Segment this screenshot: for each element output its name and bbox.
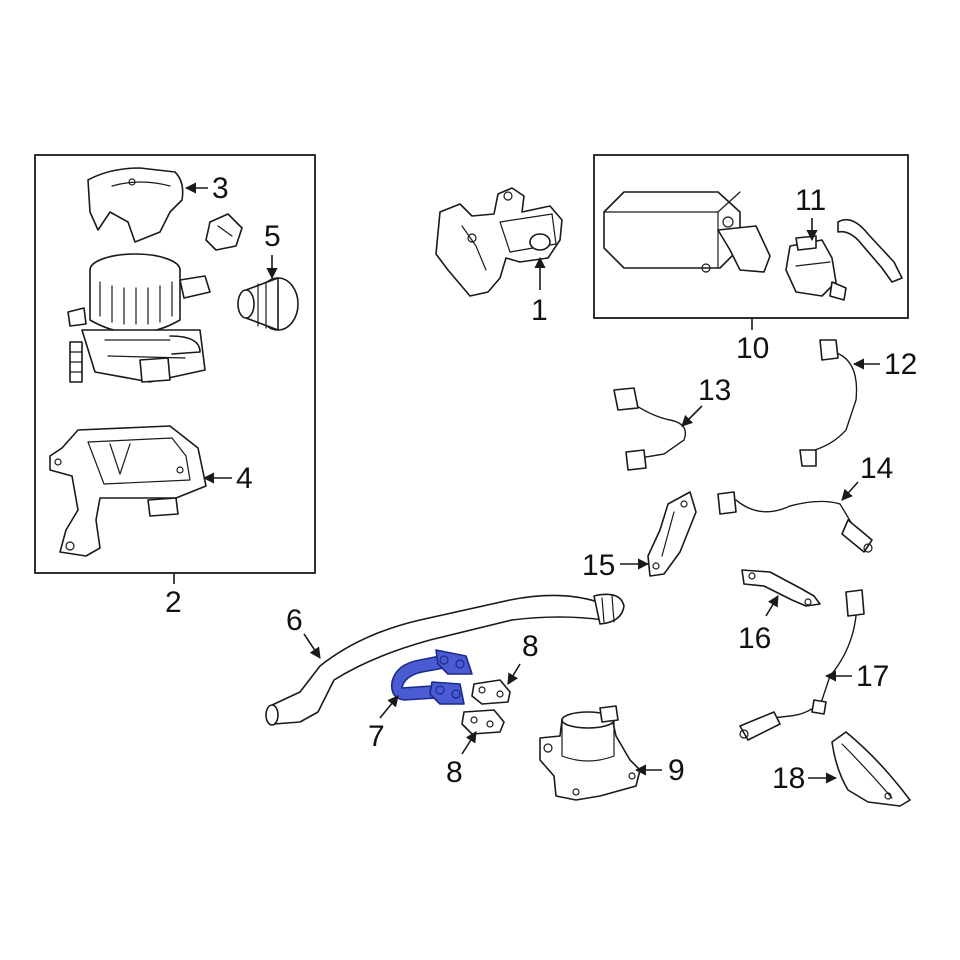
callout-2[interactable]: 2	[165, 586, 182, 619]
part-1-valve[interactable]	[435, 187, 563, 297]
callout-1[interactable]: 1	[531, 294, 548, 327]
part-vacuum-hose[interactable]	[837, 218, 903, 283]
leader-16	[765, 595, 779, 617]
callout-18[interactable]: 18	[772, 762, 805, 795]
callout-15[interactable]: 15	[582, 549, 615, 582]
part-15-bracket[interactable]	[647, 491, 697, 577]
part-14-sensor[interactable]	[717, 491, 873, 553]
group-frame-2	[34, 154, 316, 574]
part-13-harness[interactable]	[613, 387, 686, 471]
part-7-pipe-highlighted[interactable]	[390, 649, 473, 705]
callout-12[interactable]: 12	[884, 348, 917, 381]
callout-numbers: 3 5 4 2 1 11 10 12 13 14 15 16 17 18 6 7…	[165, 172, 917, 795]
part-8-gasket-lower[interactable]	[461, 709, 505, 735]
leader-6	[303, 633, 321, 659]
part-fitting[interactable]	[69, 341, 83, 383]
callout-10[interactable]: 10	[736, 332, 769, 365]
part-clip[interactable]	[205, 213, 243, 251]
callout-16[interactable]: 16	[738, 622, 771, 655]
part-9-valve[interactable]	[539, 705, 641, 801]
part-6-hose[interactable]	[265, 593, 625, 726]
callout-8-upper[interactable]: 8	[522, 630, 539, 663]
callout-13[interactable]: 13	[698, 374, 731, 407]
callout-6[interactable]: 6	[286, 604, 303, 637]
group-frame-10	[593, 154, 909, 319]
part-8-gasket-upper[interactable]	[471, 679, 511, 705]
callout-7[interactable]: 7	[368, 720, 385, 753]
part-charcoal-canister[interactable]	[603, 191, 771, 273]
leader-14	[841, 481, 859, 501]
leader-8-upper	[507, 663, 521, 685]
part-4-bracket[interactable]	[49, 425, 207, 557]
leader-lines	[173, 182, 880, 784]
callout-11[interactable]: 11	[795, 184, 826, 217]
callout-5[interactable]: 5	[264, 220, 281, 253]
leader-13	[681, 405, 703, 427]
part-air-pump[interactable]	[67, 253, 211, 383]
callout-8-lower[interactable]: 8	[446, 756, 463, 789]
part-3-pump-cover[interactable]	[87, 167, 184, 243]
part-18-shield[interactable]	[831, 731, 911, 807]
part-17-sensor[interactable]	[739, 589, 865, 741]
part-5-cap[interactable]	[237, 277, 299, 331]
callout-3[interactable]: 3	[212, 172, 229, 205]
part-11-solenoid[interactable]	[785, 235, 847, 301]
callout-14[interactable]: 14	[860, 452, 893, 485]
part-16-bracket[interactable]	[741, 569, 821, 607]
part-12-harness[interactable]	[799, 339, 858, 467]
callout-4[interactable]: 4	[236, 462, 253, 495]
leader-8-lower	[461, 731, 477, 755]
callout-9[interactable]: 9	[668, 754, 685, 787]
callout-17[interactable]: 17	[856, 660, 889, 693]
leader-7	[379, 695, 399, 719]
